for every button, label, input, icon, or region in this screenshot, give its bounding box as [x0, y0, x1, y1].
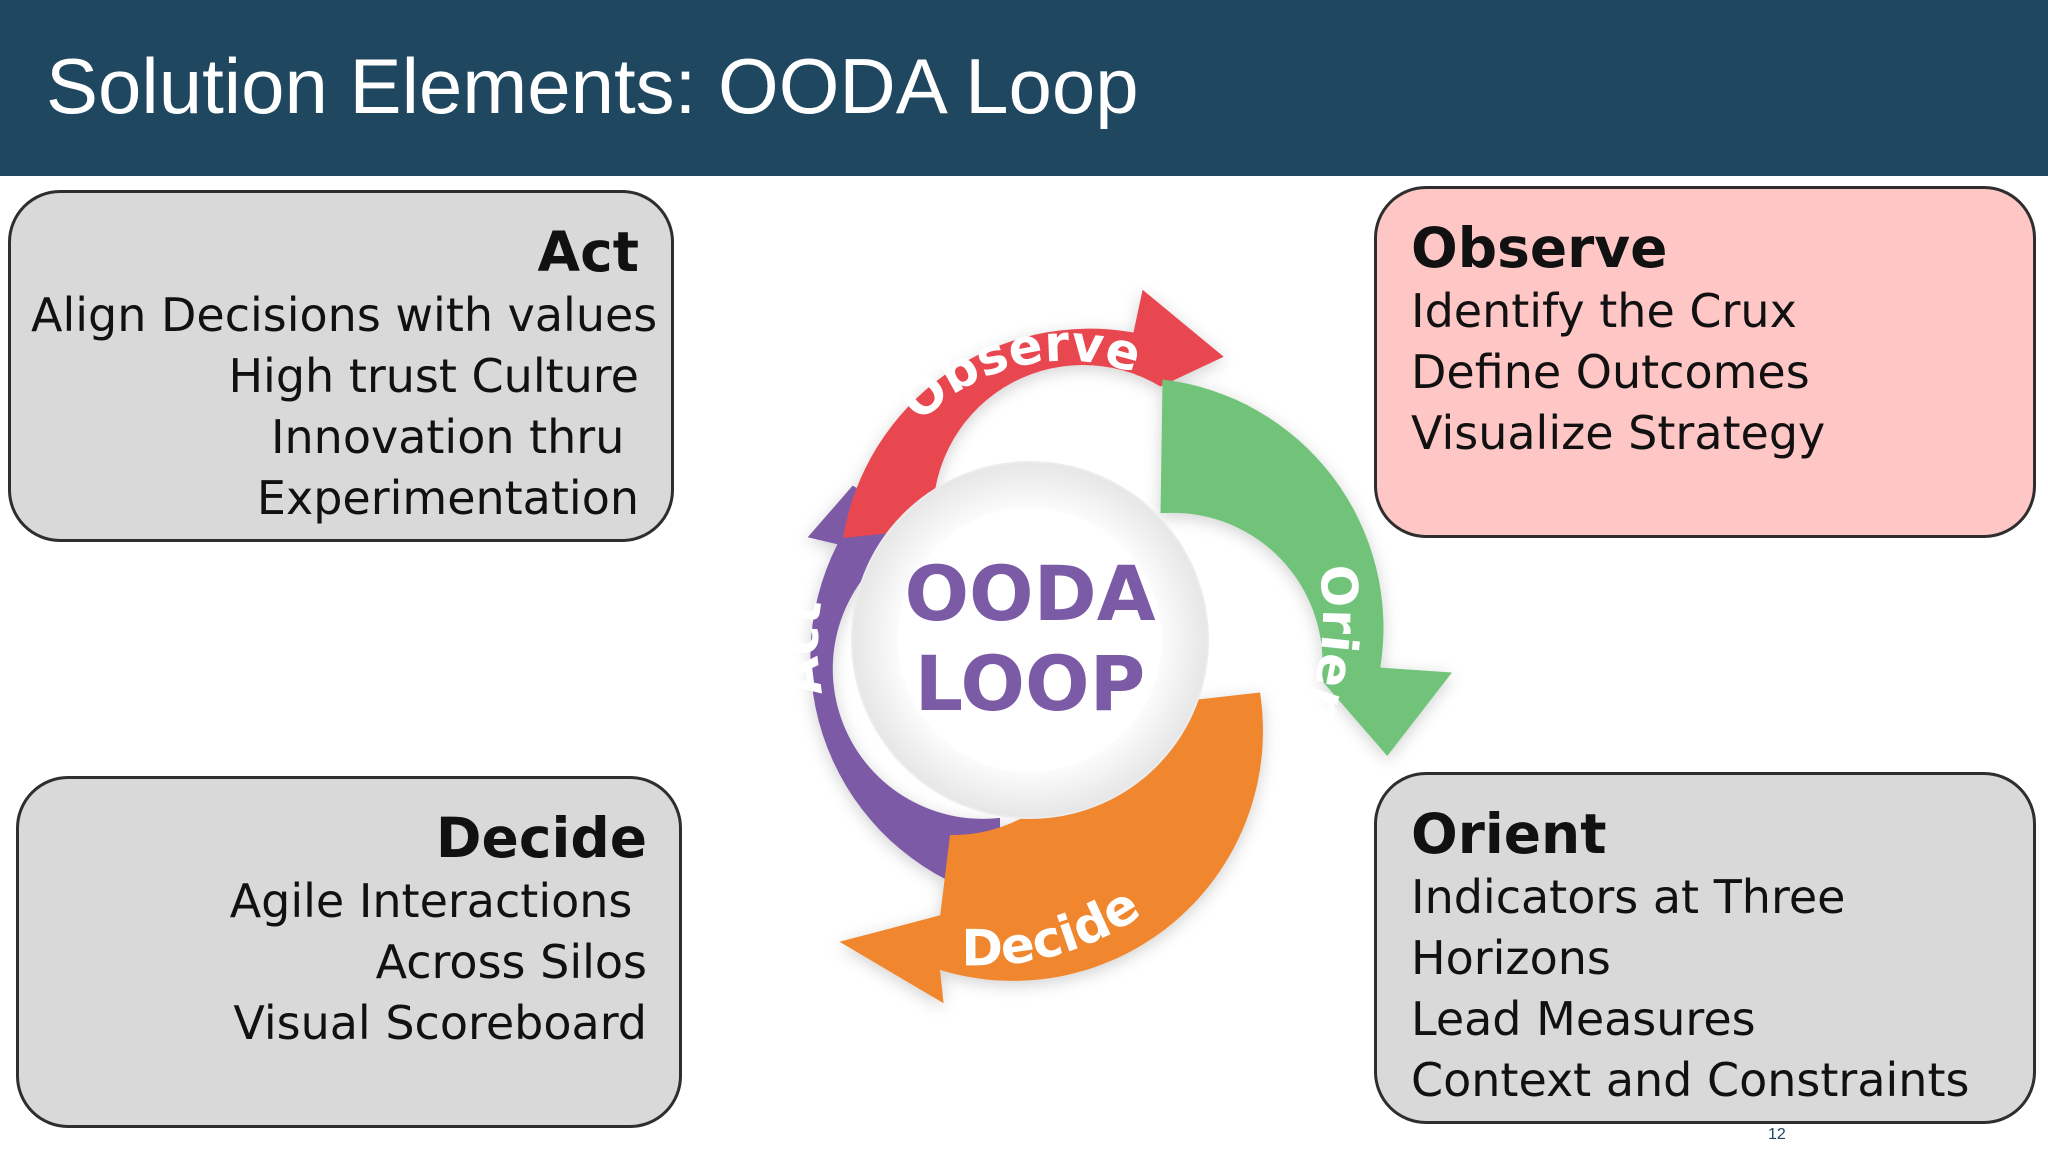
- decide-box-line: Visual Scoreboard: [233, 996, 647, 1050]
- observe-box-line: Define Outcomes: [1411, 345, 1810, 399]
- act-arrow-label: Act: [772, 596, 834, 699]
- act-box-line: Innovation thru: [270, 410, 639, 464]
- act-box-line: Align Decisions with values: [31, 288, 658, 342]
- act-arrow-label-text: Act: [772, 596, 834, 699]
- act-arrow: [807, 485, 1000, 900]
- ooda-loop-diagram: OODA LOOP Observe Orient Decide Act: [772, 289, 1452, 1004]
- slide-title: Solution Elements: OODA Loop: [46, 42, 1139, 130]
- decide-box-line: Across Silos: [375, 935, 647, 989]
- orient-arrow-label-text: Orient: [1283, 562, 1370, 758]
- orient-box-title: Orient: [1411, 802, 1607, 866]
- decide-box: Decide Agile Interactions Across Silos V…: [16, 776, 682, 1128]
- orient-arrow-label: Orient: [1283, 562, 1370, 758]
- act-box-line: High trust Culture: [228, 349, 639, 403]
- page-number: 12: [1768, 1126, 1786, 1143]
- center-disc: [898, 508, 1162, 772]
- orient-box: Orient Indicators at Three Horizons Lead…: [1374, 772, 2036, 1124]
- observe-box-line: Visualize Strategy: [1411, 406, 1826, 460]
- decide-box-title: Decide: [435, 806, 647, 870]
- observe-box-line: Identify the Crux: [1411, 284, 1797, 338]
- observe-box-title: Observe: [1411, 216, 1668, 280]
- center-label-ooda: OODA: [904, 549, 1155, 638]
- slide-header: Solution Elements: OODA Loop: [0, 0, 2048, 176]
- decide-arrow: [839, 692, 1263, 1004]
- orient-box-line: Indicators at Three: [1411, 870, 1846, 924]
- observe-arrow: [843, 289, 1224, 538]
- orient-box-line: Lead Measures: [1411, 992, 1756, 1046]
- orient-box-line: Context and Constraints: [1411, 1053, 1970, 1107]
- ring-arrows: [807, 289, 1452, 1004]
- orient-arrow: [1160, 379, 1452, 756]
- observe-box: Observe Identify the Crux Define Outcome…: [1374, 186, 2036, 538]
- decide-box-line: Agile Interactions: [229, 874, 647, 928]
- act-box-line: Experimentation: [256, 471, 639, 525]
- act-box: Act Align Decisions with values High tru…: [8, 190, 674, 542]
- act-box-title: Act: [537, 220, 639, 284]
- center-label-loop: LOOP: [915, 639, 1146, 728]
- orient-box-line: Horizons: [1411, 931, 1611, 985]
